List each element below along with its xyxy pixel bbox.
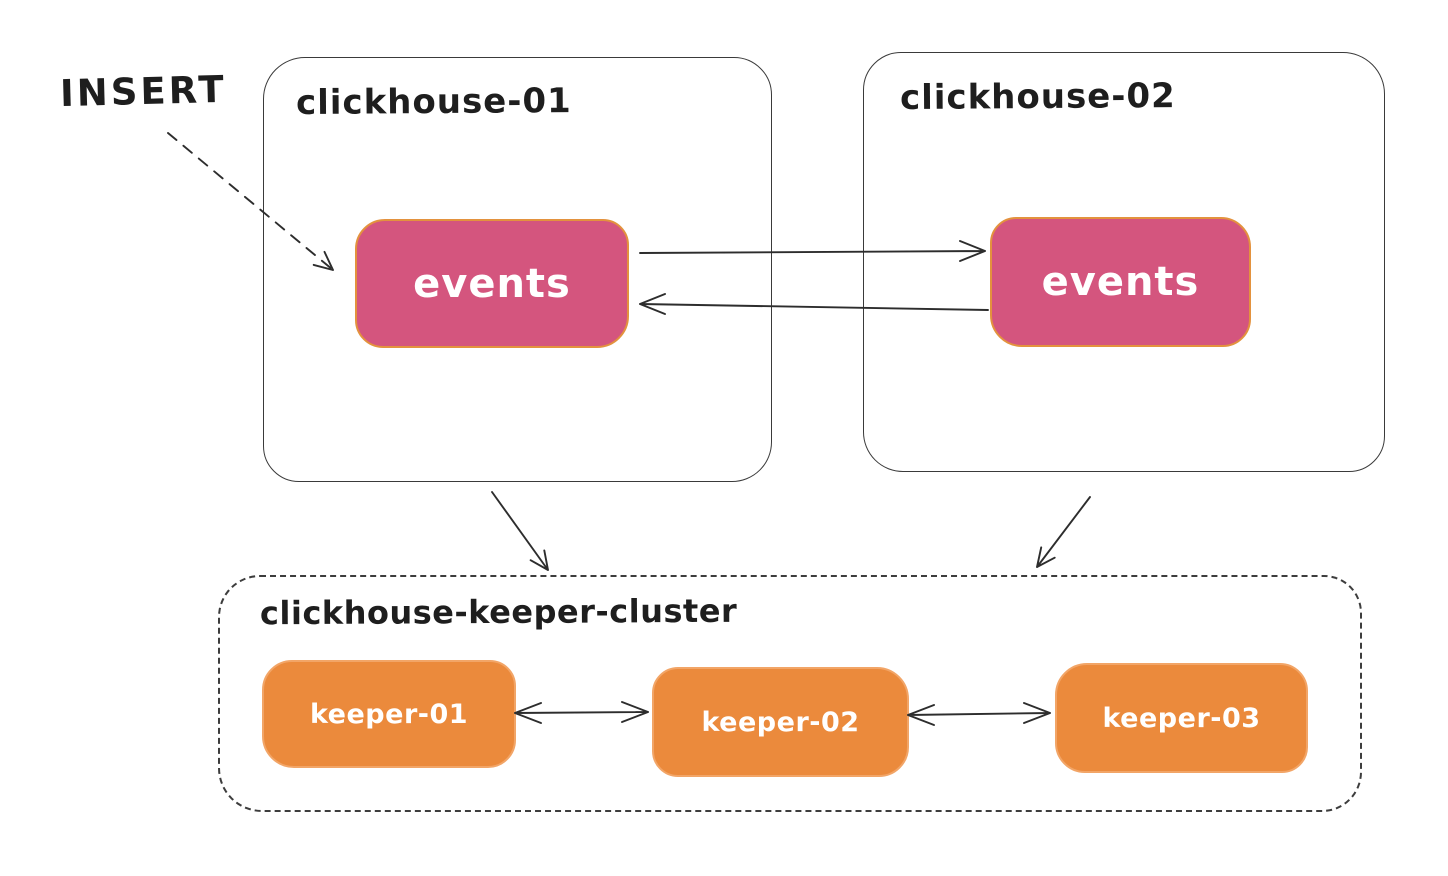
keeper-02-label: keeper-02 (701, 706, 860, 738)
events-table-clickhouse-02[interactable]: events (990, 217, 1251, 347)
events-table-label: events (1041, 259, 1200, 305)
keeper-03-node[interactable]: keeper-03 (1055, 663, 1308, 773)
keeper-cluster-node[interactable]: clickhouse-keeper-cluster keeper-01 keep… (218, 575, 1362, 812)
clickhouse-02-node[interactable]: clickhouse-02 events (863, 52, 1385, 472)
clickhouse-02-keeper-arrow (1036, 496, 1091, 568)
clickhouse-02-title: clickhouse-02 (899, 76, 1176, 118)
events-table-clickhouse-01[interactable]: events (355, 219, 629, 348)
clickhouse-01-keeper-arrow (491, 491, 549, 571)
keeper-01-node[interactable]: keeper-01 (262, 660, 516, 768)
clickhouse-01-title: clickhouse-01 (295, 81, 572, 123)
events-table-label: events (413, 260, 571, 307)
keeper-01-label: keeper-01 (309, 698, 469, 730)
keeper-02-node[interactable]: keeper-02 (652, 667, 909, 777)
insert-label: INSERT (59, 67, 228, 116)
keeper-cluster-title: clickhouse-keeper-cluster (259, 591, 738, 633)
clickhouse-01-node[interactable]: clickhouse-01 events (263, 57, 772, 482)
keeper-03-label: keeper-03 (1102, 702, 1261, 734)
